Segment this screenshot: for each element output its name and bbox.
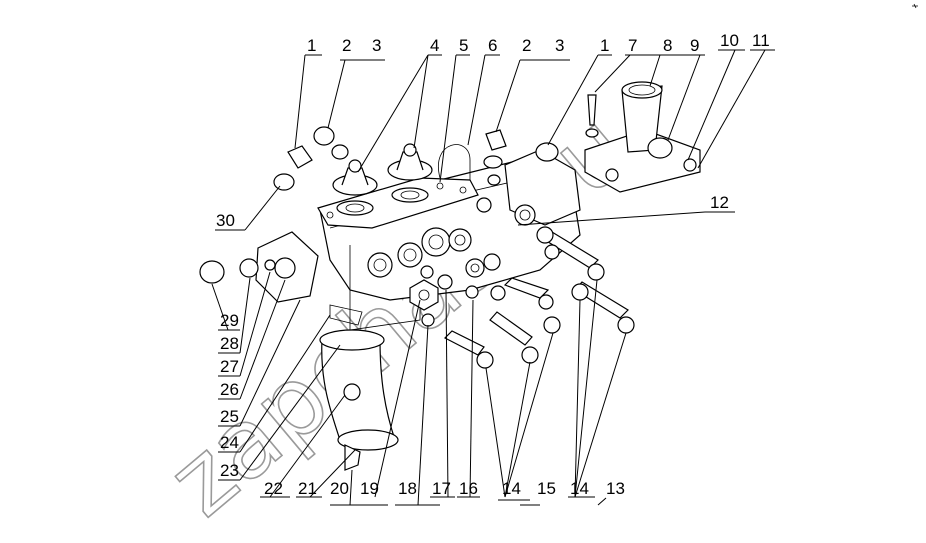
callout-18: 18: [398, 479, 417, 498]
bolt-set: [421, 226, 635, 369]
callout-2-b: 2: [522, 36, 531, 55]
nut-17-18: [409, 279, 439, 311]
corner-mark: [912, 3, 918, 9]
callout-25: 25: [220, 407, 239, 426]
callout-19: 19: [360, 479, 379, 498]
callout-14: 14: [502, 479, 521, 498]
callout-28: 28: [220, 334, 239, 353]
callout-8: 8: [663, 36, 672, 55]
callout-5: 5: [459, 36, 468, 55]
callout-17: 17: [432, 479, 451, 498]
callout-27: 27: [220, 357, 239, 376]
hose-assembly: [319, 304, 399, 471]
callout-14-b: 14: [570, 479, 589, 498]
thermostat-right: [387, 143, 433, 203]
callout-26: 26: [220, 380, 239, 399]
callout-22: 22: [264, 479, 283, 498]
callout-3: 3: [372, 36, 381, 55]
side-flange: [199, 231, 319, 303]
callout-9: 9: [690, 36, 699, 55]
callout-23: 23: [220, 461, 239, 480]
callout-6: 6: [488, 36, 497, 55]
callout-1: 1: [307, 36, 316, 55]
callout-4: 4: [430, 36, 439, 55]
callout-3-b: 3: [555, 36, 564, 55]
plug-left-top: [273, 126, 349, 191]
callout-21: 21: [298, 479, 317, 498]
callout-15: 15: [537, 479, 556, 498]
callout-7: 7: [628, 36, 637, 55]
callout-12: 12: [710, 193, 729, 212]
callout-30: 30: [216, 211, 235, 230]
thermostat-left: [332, 159, 378, 216]
callout-10: 10: [720, 31, 739, 50]
callout-13: 13: [606, 479, 625, 498]
callout-1-b: 1: [600, 36, 609, 55]
callout-labels: 1 2 3 4 5 6 2 3 1 7 8 9 10 11 12 30 29 2…: [216, 31, 770, 498]
callout-20: 20: [330, 479, 349, 498]
outlet-cover: [584, 81, 701, 193]
leader-lines: [211, 49, 775, 506]
callout-16: 16: [459, 479, 478, 498]
callout-11: 11: [752, 31, 770, 50]
seal-ring: [438, 144, 471, 180]
callout-29: 29: [220, 311, 239, 330]
plug-right-top: [535, 142, 559, 162]
callout-24: 24: [220, 433, 239, 452]
callout-2: 2: [342, 36, 351, 55]
plug-center-top: [483, 129, 507, 186]
